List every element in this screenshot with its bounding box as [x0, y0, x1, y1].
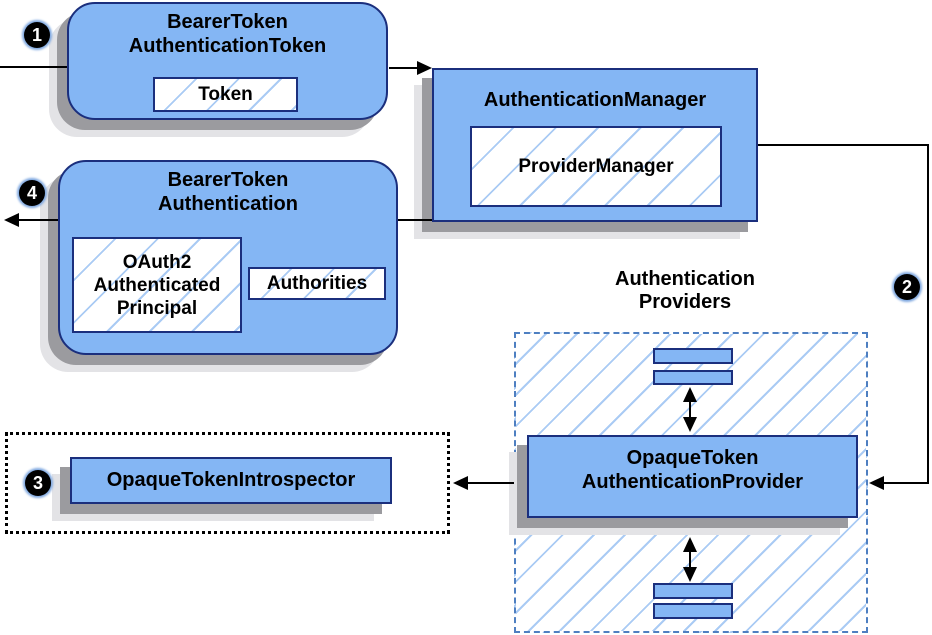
node-oauth2-authenticated-principal: OAuth2 Authenticated Principal — [72, 237, 242, 333]
provider-stack-bottom-bar-1 — [653, 583, 733, 599]
step-badge-2: 2 — [894, 274, 920, 300]
oauth2-line-1: OAuth2 — [122, 251, 192, 273]
provider-stack-top-bar-1 — [653, 348, 733, 364]
oauth2-line-3: Principal — [116, 297, 198, 319]
provider-title-line-1: OpaqueToken — [626, 447, 759, 469]
oauth2-authenticated-principal-label: OAuth2 Authenticated Principal — [94, 251, 221, 320]
node-token: Token — [153, 77, 298, 112]
authentication-providers-label-line1: Authentication — [615, 268, 755, 290]
bearer-token-authentication-line-2: Authentication — [158, 193, 298, 215]
step-badge-1-number: 1 — [31, 24, 42, 45]
authentication-providers-label: Authentication Providers — [565, 268, 805, 314]
introspector-frame — [5, 432, 450, 534]
arrowhead-to-introspector — [453, 476, 468, 490]
bearer-token-authentication-line-1: BearerToken — [167, 169, 289, 191]
node-provider-manager: ProviderManager — [470, 126, 722, 207]
opaque-token-introspector-label: OpaqueTokenIntrospector — [106, 469, 356, 491]
node-bearer-token-authentication-title: BearerToken Authentication — [58, 168, 398, 216]
step-badge-3: 3 — [25, 470, 51, 496]
arrowhead-to-provider — [869, 476, 884, 490]
step-badge-4: 4 — [19, 180, 45, 206]
title-line-2: AuthenticationToken — [128, 35, 327, 57]
oauth2-line-2: Authenticated — [93, 274, 221, 296]
node-opaque-token-introspector: OpaqueTokenIntrospector — [70, 457, 392, 504]
authorities-label: Authorities — [266, 273, 368, 294]
step-badge-4-number: 4 — [26, 182, 37, 203]
node-authorities: Authorities — [248, 267, 386, 300]
authentication-providers-label-line2: Providers — [638, 291, 732, 313]
arrowhead-to-manager — [417, 61, 432, 75]
node-authentication-manager-title: AuthenticationManager — [432, 88, 758, 112]
provider-stack-bottom-bar-2 — [653, 603, 733, 619]
provider-stack-top-bar-2 — [653, 370, 733, 385]
provider-manager-label: ProviderManager — [518, 156, 674, 177]
authentication-manager-label: AuthenticationManager — [483, 89, 707, 111]
node-opaque-token-authentication-provider-title: OpaqueToken AuthenticationProvider — [527, 446, 858, 494]
step-badge-2-number: 2 — [901, 276, 912, 297]
step-badge-1: 1 — [24, 22, 50, 48]
node-token-label: Token — [198, 84, 253, 105]
step-badge-3-number: 3 — [32, 472, 43, 493]
provider-title-line-2: AuthenticationProvider — [581, 471, 804, 493]
node-bearer-token-authentication-token-title: BearerToken AuthenticationToken — [67, 10, 388, 58]
title-line-1: BearerToken — [167, 11, 288, 33]
arrowhead-authentication-out — [4, 213, 19, 227]
